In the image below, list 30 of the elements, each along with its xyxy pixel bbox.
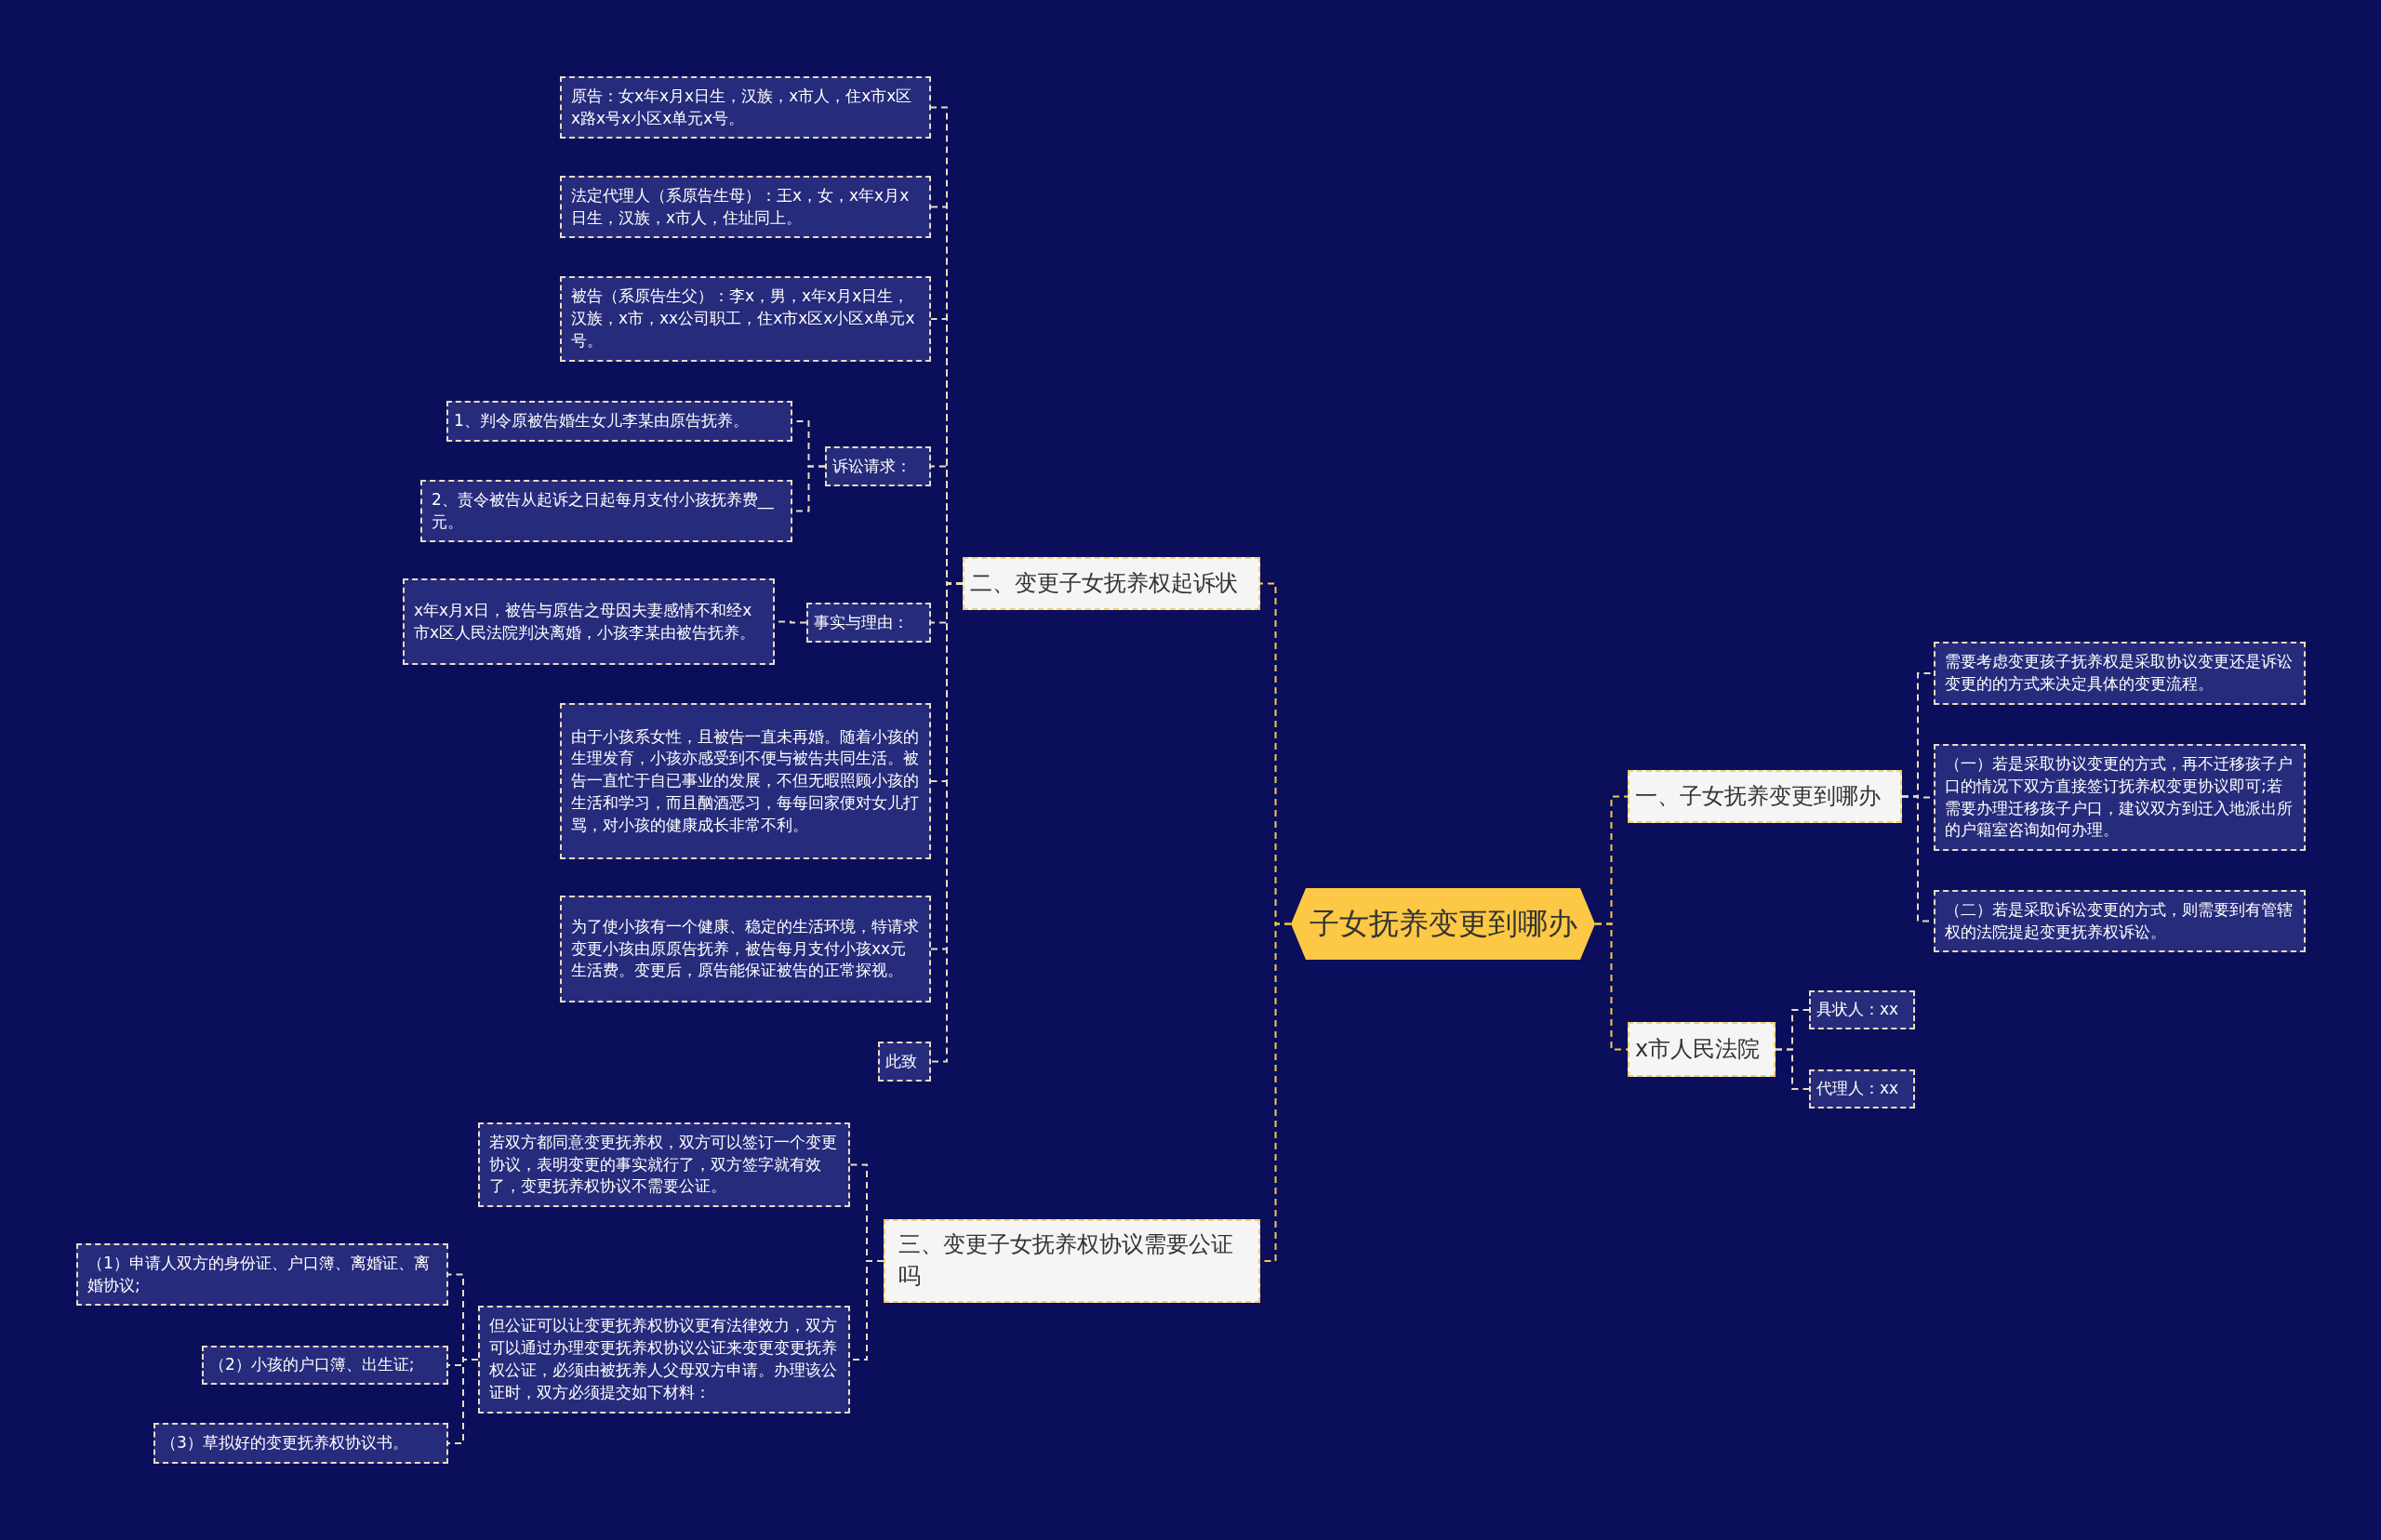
connector-line (1594, 923, 1629, 1051)
note-box: 需要考虑变更孩子抚养权是采取协议变更还是诉讼变更的的方式来决定具体的变更流程。 (1934, 642, 2306, 705)
note-box: 若双方都同意变更抚养权，双方可以签订一个变更协议，表明变更的事实就行了，双方签字就有效了，变更抚养权协议不需要公证。 (478, 1122, 850, 1207)
note-box: 事实与理由： (806, 603, 931, 643)
topic-box: 一、子女抚养变更到哪办 (1628, 770, 1902, 823)
note-box: （3）草拟好的变更抚养权协议书。 (153, 1423, 448, 1464)
note-box: 此致 (878, 1042, 931, 1082)
connector-line (447, 1359, 479, 1444)
note-box: 由于小孩系女性，且被告一直未再婚。随着小孩的生理发育，小孩亦感受到不便与被告共同生活。被告一直忙于自已事业的发展，不但无暇照顾小孩的生活和学习，而且酗酒恶习，每每回家便对女儿打骂，对小孩的健康成长非常不利。 (560, 703, 931, 859)
note-box: 为了使小孩有一个健康、稳定的生活环境，特请求变更小孩由原原告抚养，被告每月支付小孩xx元生活费。变更后，原告能保证被告的正常探视。 (560, 896, 931, 1002)
connector-line (1775, 1048, 1810, 1090)
note-box: 1、判令原被告婚生女儿李某由原告抚养。 (446, 401, 792, 442)
note-box: 代理人：xx (1809, 1069, 1915, 1109)
note-box: 2、责令被告从起诉之日起每月支付小孩抚养费__元。 (420, 480, 792, 542)
note-box: （一）若是采取协议变更的方式，再不迁移孩子户口的情况下双方直接签订抚养权变更协议即可;若需要办理迁移孩子户口，建议双方到迁入地派出所的户籍室咨询如何办理。 (1934, 744, 2306, 851)
note-box: 被告（系原告生父）：李x，男，x年x月x日生，汉族，x市，xx公司职工，住x市x区x小区x单元x号。 (560, 276, 931, 362)
topic-box: x市人民法院 (1628, 1022, 1776, 1077)
note-box: （1）申请人双方的身份证、户口簿、离婚证、离婚协议; (76, 1243, 448, 1306)
note-box: （2）小孩的户口簿、出生证; (202, 1346, 448, 1385)
note-box: 具状人：xx (1809, 990, 1915, 1029)
note-box: 原告：女x年x月x日生，汉族，x市人，住x市x区x路x号x小区x单元x号。 (560, 76, 931, 139)
topic-box: 三、变更子女抚养权协议需要公证吗 (884, 1219, 1260, 1303)
note-box: 诉讼请求： (825, 446, 931, 486)
note-box: （二）若是采取诉讼变更的方式，则需要到有管辖权的法院提起变更抚养权诉讼。 (1934, 890, 2306, 952)
note-box: 法定代理人（系原告生母）：王x，女，x年x月x日生，汉族，x市人，住址同上。 (560, 176, 931, 238)
topic-title: 子女抚养变更到哪办 (1309, 904, 1577, 943)
note-box: x年x月x日，被告与原告之母因夫妻感情不和经x市x区人民法院判决离婚，小孩李某由被告抚养。 (403, 578, 775, 665)
hexagon-node (1291, 888, 1595, 960)
topic-box: 二、变更子女抚养权起诉状 (963, 557, 1260, 610)
note-box: 但公证可以让变更抚养权协议更有法律效力，双方可以通过办理变更抚养权协议公证来变更变更抚养权公证，必须由被抚养人父母双方申请。办理该公证时，双方必须提交如下材料： (478, 1306, 850, 1414)
